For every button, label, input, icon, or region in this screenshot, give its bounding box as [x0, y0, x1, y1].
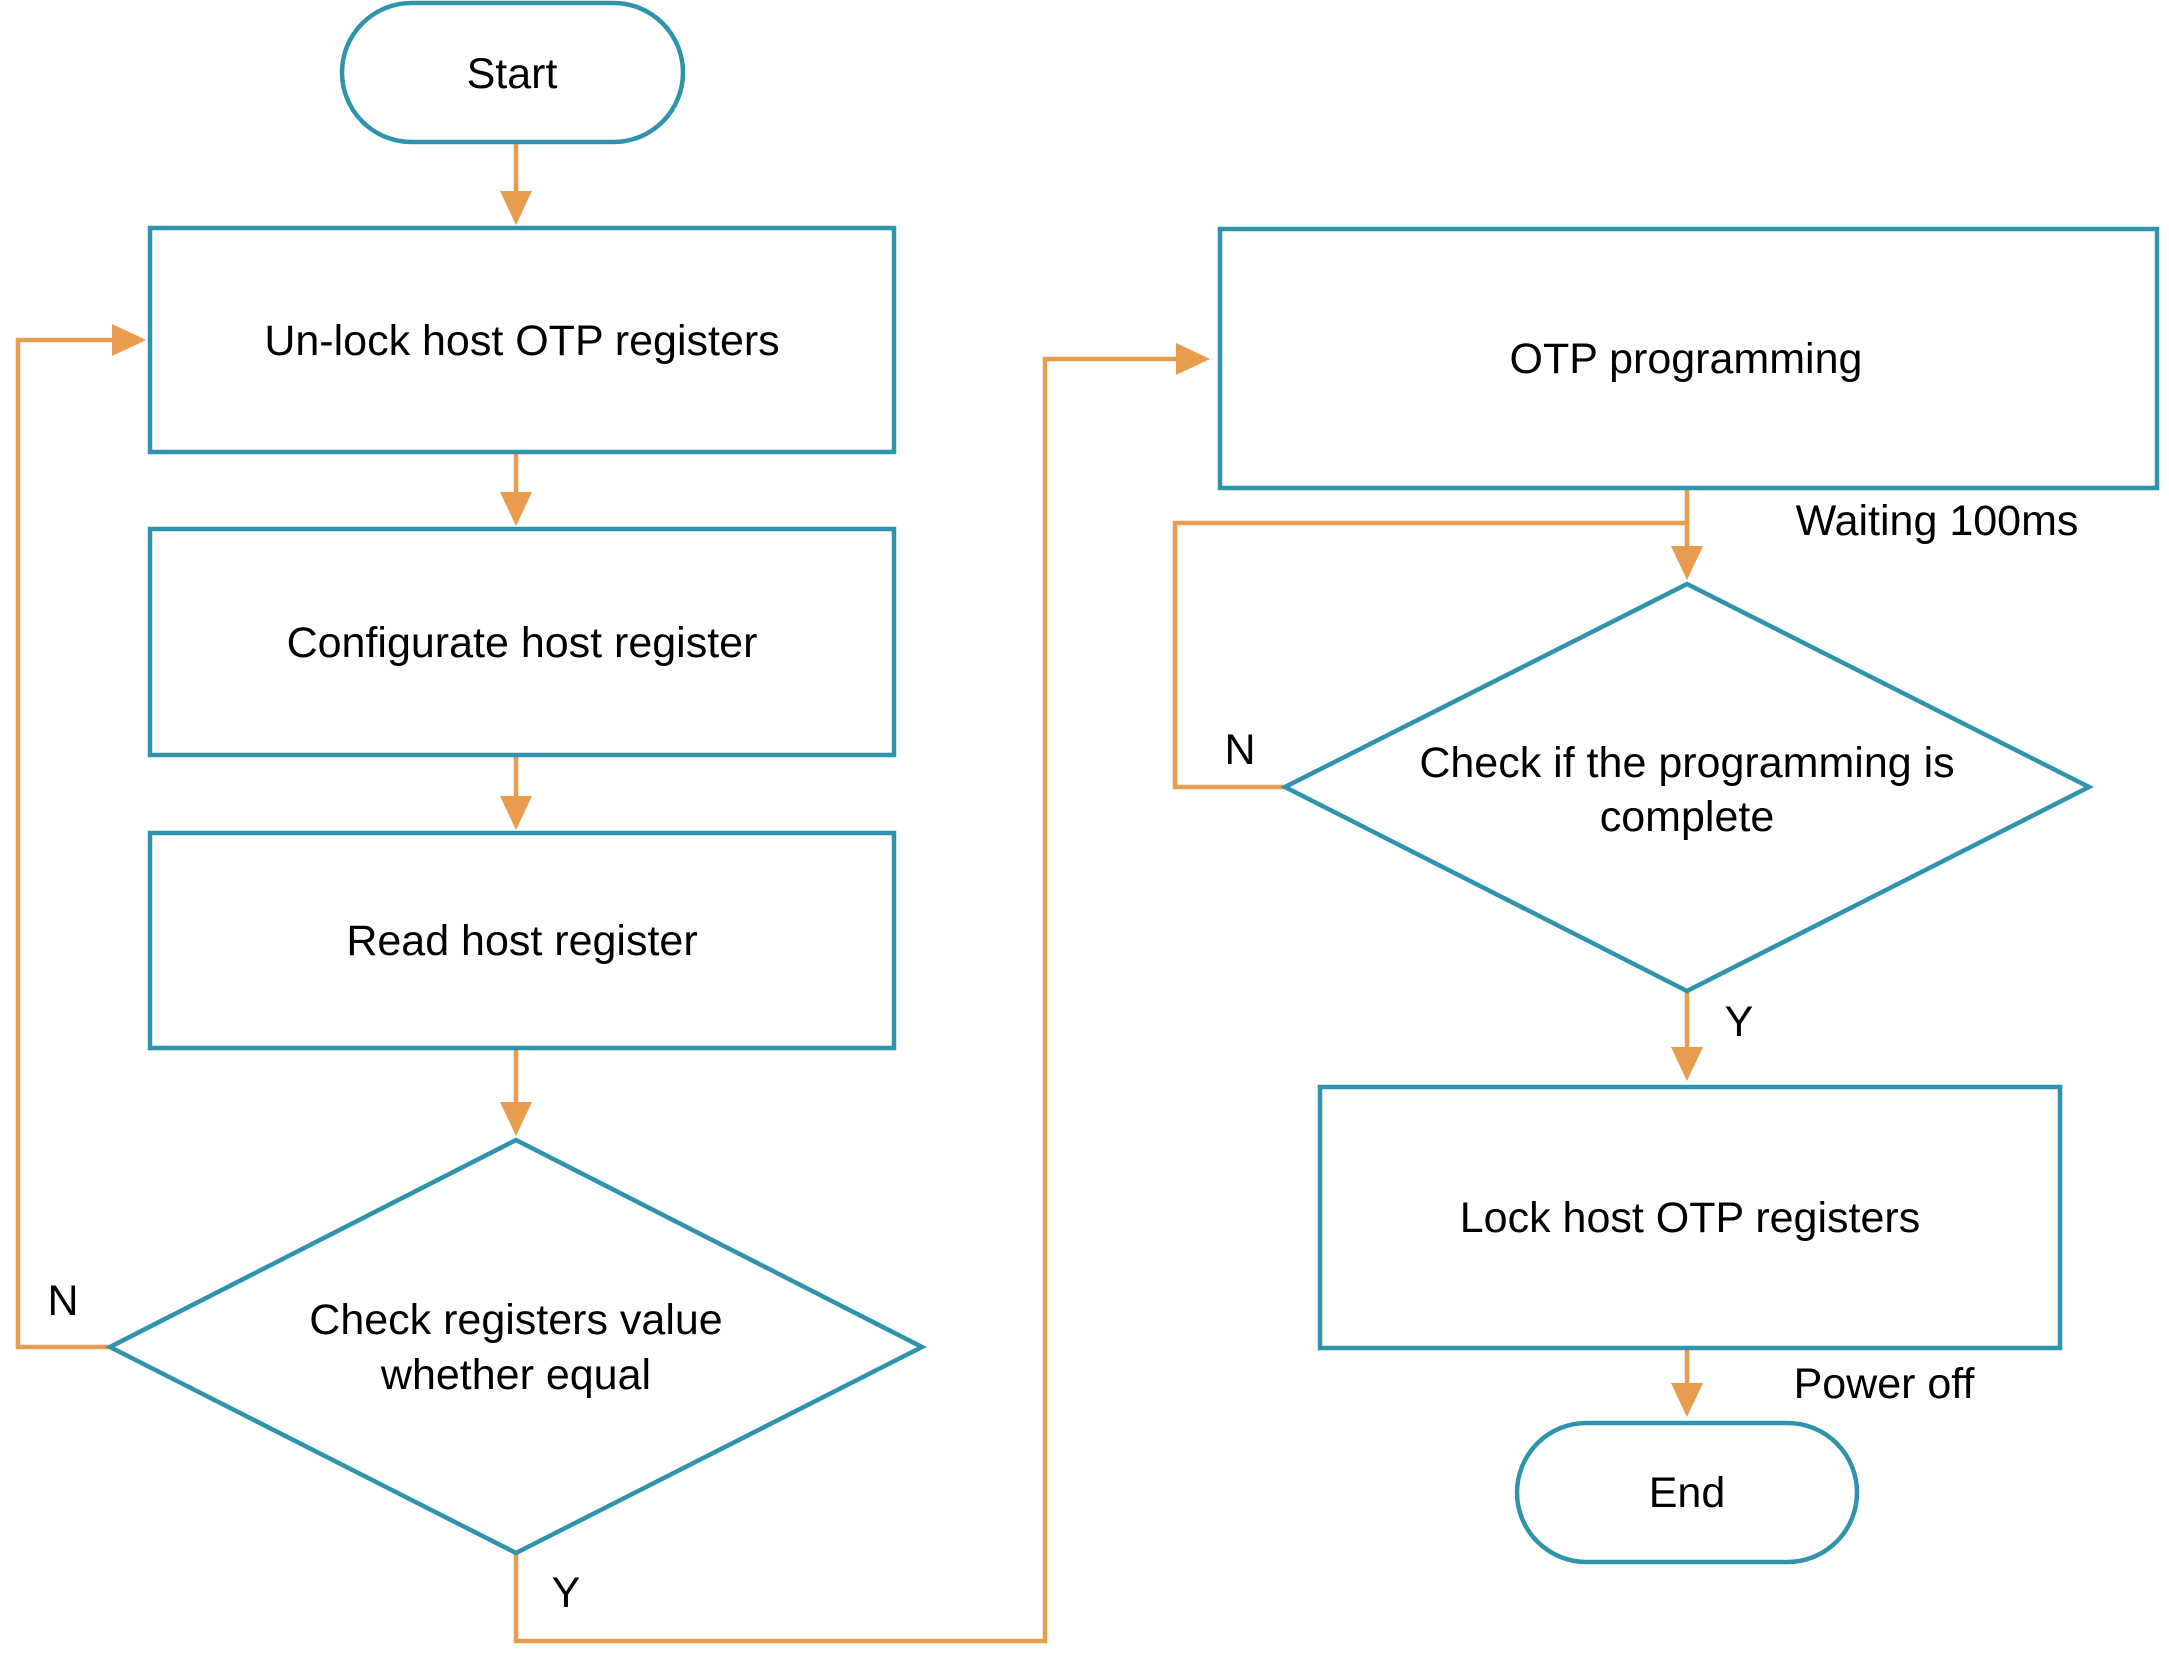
unlock-label: Un-lock host OTP registers [264, 317, 779, 365]
check-equal-decision-diamond [105, 1137, 927, 1556]
power-off-label: Power off [1794, 1360, 1976, 1408]
check-equal-label-line1: Check registers value [309, 1296, 722, 1344]
waiting-label: Waiting 100ms [1796, 497, 2079, 545]
check-complete-label-line1: Check if the programming is [1419, 739, 1954, 787]
path-check-equal-yes-to-otp [513, 343, 1210, 1644]
check-complete-decision-diamond [1280, 581, 2094, 994]
loop-check-complete-no [1172, 520, 1685, 790]
lock-label: Lock host OTP registers [1460, 1194, 1920, 1242]
check-equal-label-line2: whether equal [380, 1351, 651, 1399]
end-label: End [1649, 1469, 1726, 1517]
lock-process-box [1317, 1084, 2063, 1351]
start-terminator-shape [339, 0, 686, 145]
read-process-box [147, 830, 897, 1051]
otp-programming-label: OTP programming [1510, 335, 1863, 383]
start-label: Start [467, 50, 558, 98]
check-equal-no-label: N [47, 1277, 78, 1325]
read-label: Read host register [346, 917, 697, 965]
configurate-label: Configurate host register [287, 619, 758, 667]
check-complete-label-line2: complete [1600, 793, 1774, 841]
check-complete-yes-label: Y [1725, 998, 1754, 1046]
check-complete-no-label: N [1224, 726, 1255, 774]
end-terminator-shape [1514, 1420, 1860, 1565]
configurate-process-box [147, 526, 897, 758]
unlock-process-box [147, 225, 897, 455]
check-equal-yes-label: Y [552, 1569, 581, 1617]
loop-check-equal-no-to-unlock [15, 324, 146, 1350]
otp-programming-process-box [1217, 226, 2160, 491]
